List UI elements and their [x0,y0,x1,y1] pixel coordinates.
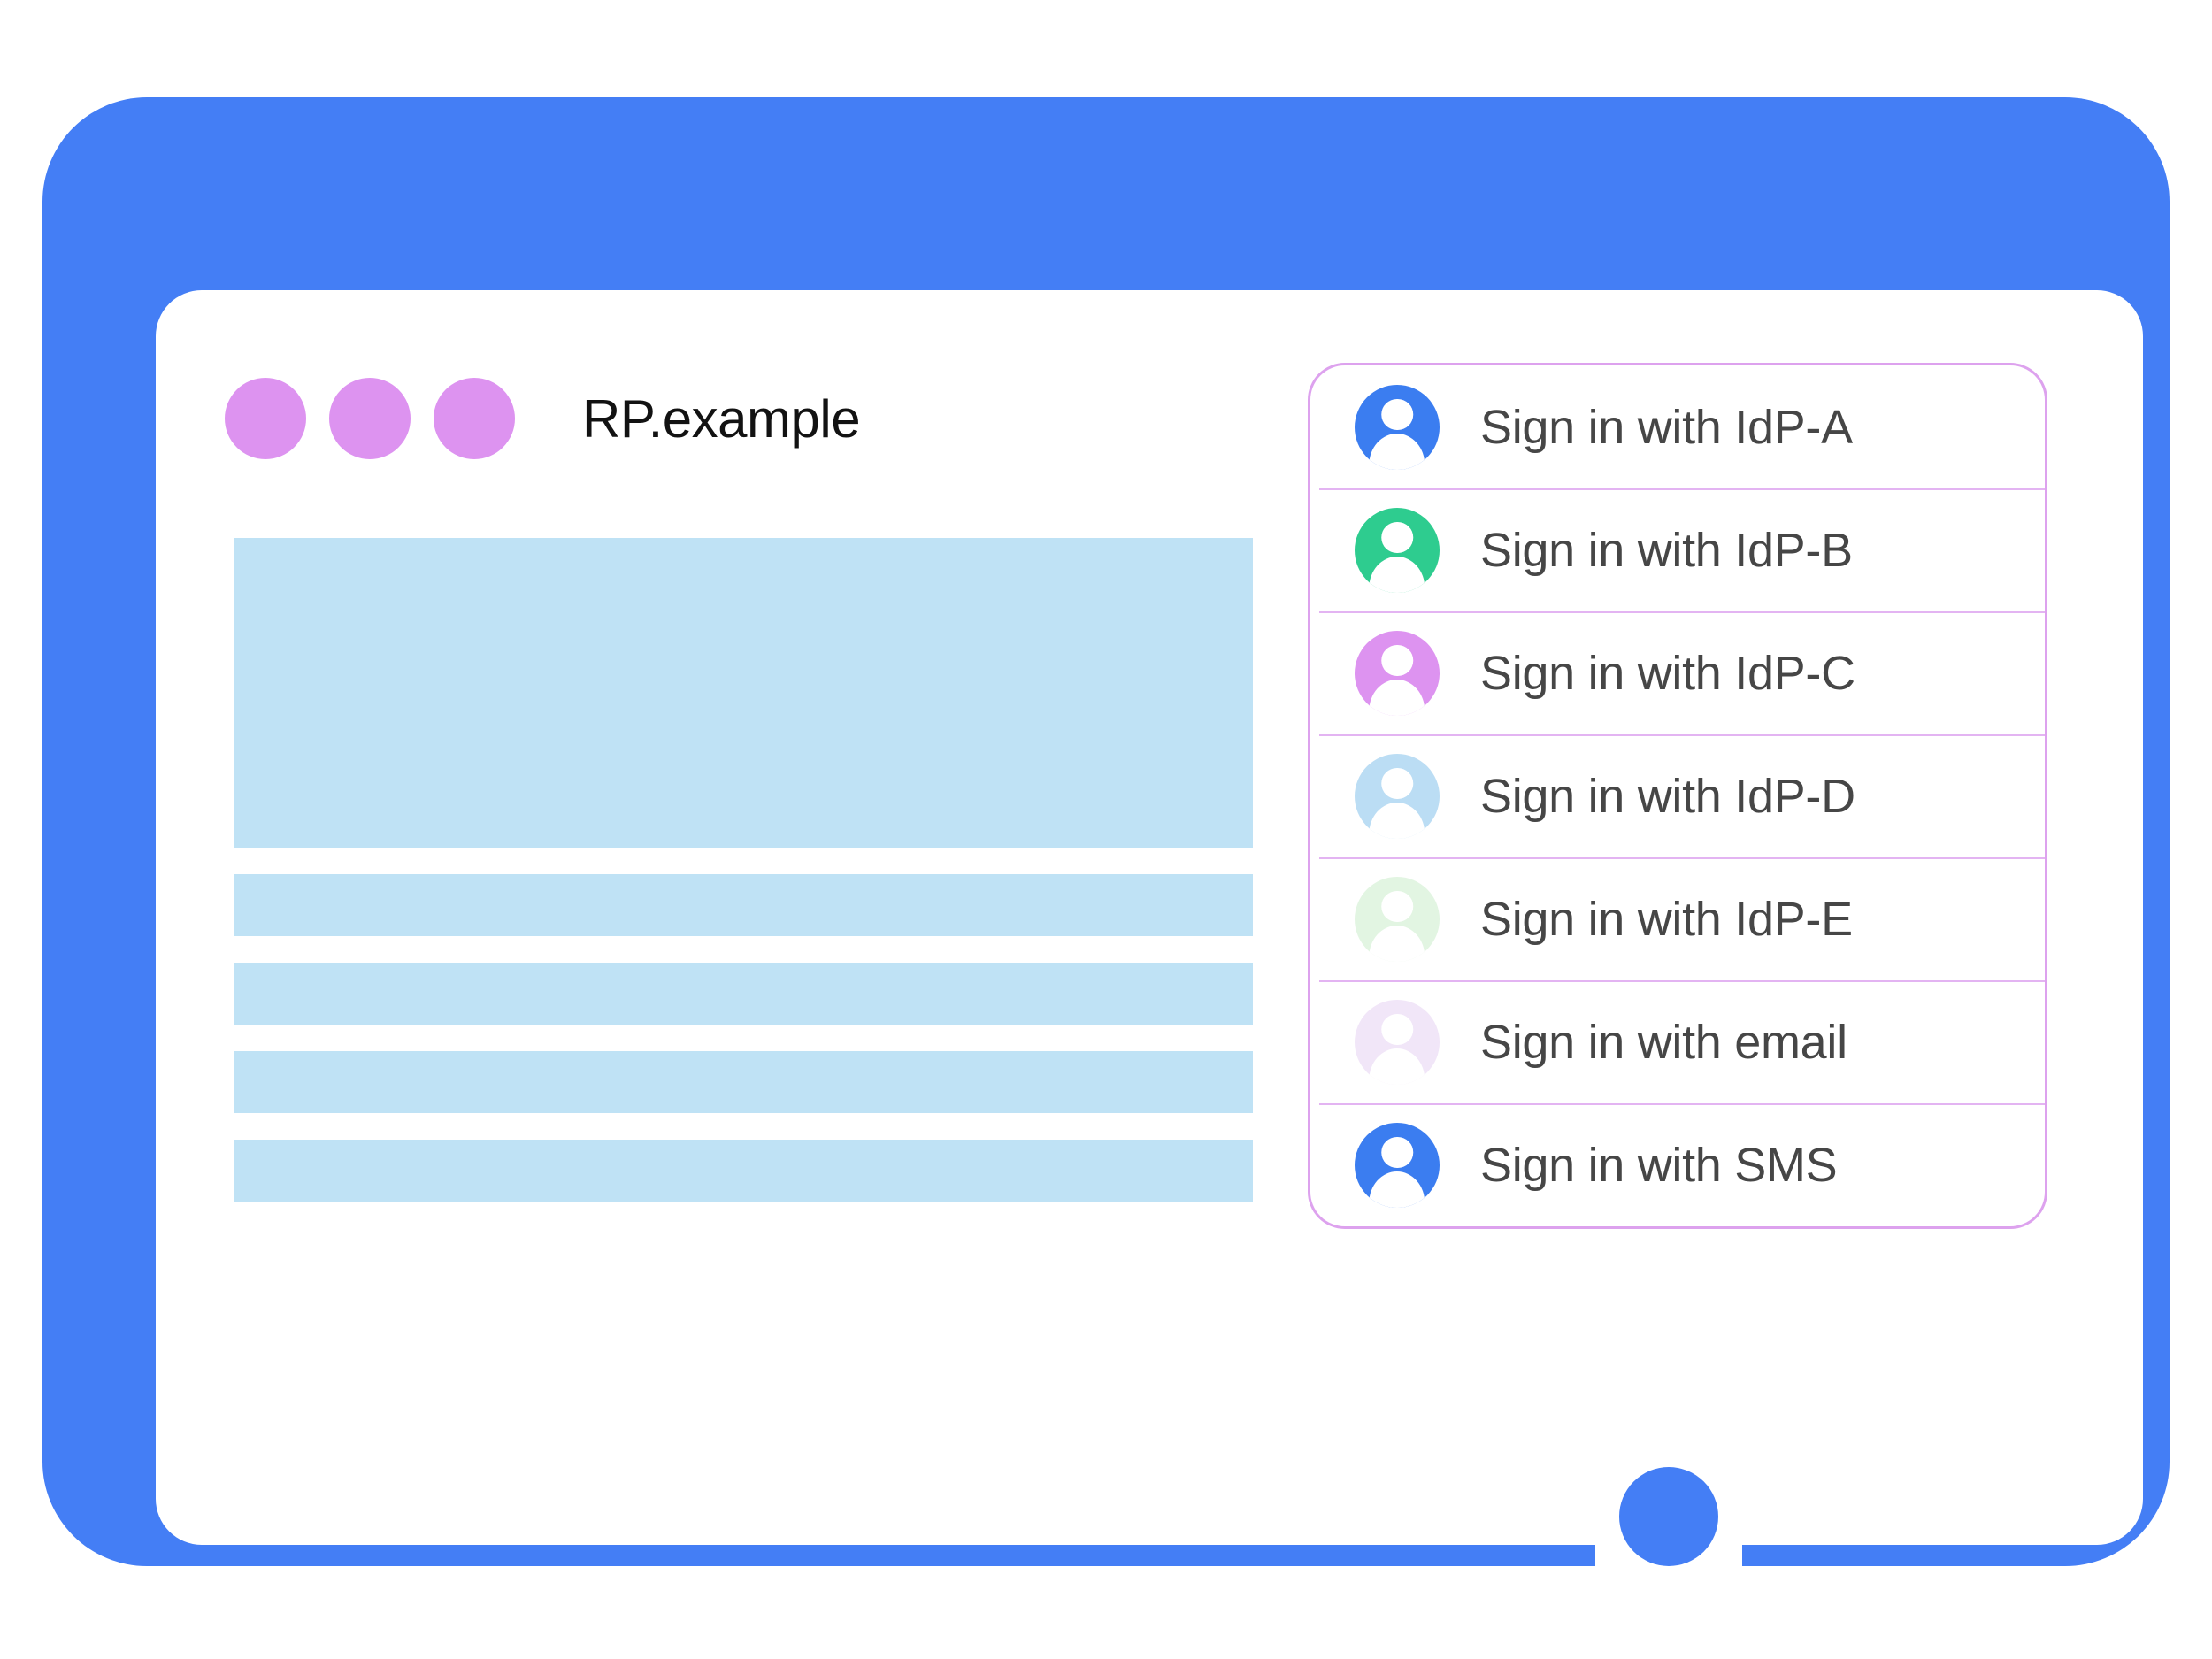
signin-option-label: Sign in with email [1480,1015,1847,1069]
signin-option-label: Sign in with IdP-D [1480,769,1855,823]
account-avatar-icon [1355,876,1440,962]
home-button[interactable] [1619,1467,1718,1566]
browser-window: RP.example Sign in with IdP-A [156,290,2143,1545]
text-bar-4 [234,1140,1253,1202]
traffic-light-dot-2[interactable] [329,378,411,459]
signin-option-email[interactable]: Sign in with email [1310,980,2045,1103]
account-avatar-icon [1355,753,1440,839]
account-avatar-icon [1355,384,1440,470]
signin-option-sms[interactable]: Sign in with SMS [1310,1103,2045,1226]
account-avatar-icon [1355,507,1440,593]
text-bar-3 [234,1051,1253,1113]
hero-block [234,538,1253,848]
text-bar-1 [234,874,1253,936]
traffic-light-dot-3[interactable] [434,378,515,459]
account-avatar-icon [1355,999,1440,1085]
account-chooser-panel: Sign in with IdP-A Sign in with IdP-B Si… [1308,363,2047,1229]
signin-option-idp-b[interactable]: Sign in with IdP-B [1310,488,2045,611]
signin-option-idp-e[interactable]: Sign in with IdP-E [1310,857,2045,980]
signin-option-label: Sign in with IdP-B [1480,523,1853,577]
signin-option-idp-c[interactable]: Sign in with IdP-C [1310,611,2045,734]
account-avatar-icon [1355,1122,1440,1208]
signin-option-idp-a[interactable]: Sign in with IdP-A [1310,365,2045,488]
signin-option-label: Sign in with IdP-C [1480,646,1855,700]
page-title: RP.example [582,388,861,449]
signin-option-idp-d[interactable]: Sign in with IdP-D [1310,734,2045,857]
signin-option-label: Sign in with IdP-A [1480,400,1853,454]
page-content-placeholders [234,538,1253,1228]
signin-option-label: Sign in with SMS [1480,1138,1838,1192]
text-bar-2 [234,963,1253,1025]
device-frame: RP.example Sign in with IdP-A [42,97,2170,1566]
signin-option-label: Sign in with IdP-E [1480,892,1853,946]
window-titlebar: RP.example [225,370,861,467]
traffic-light-dot-1[interactable] [225,378,306,459]
account-avatar-icon [1355,630,1440,716]
